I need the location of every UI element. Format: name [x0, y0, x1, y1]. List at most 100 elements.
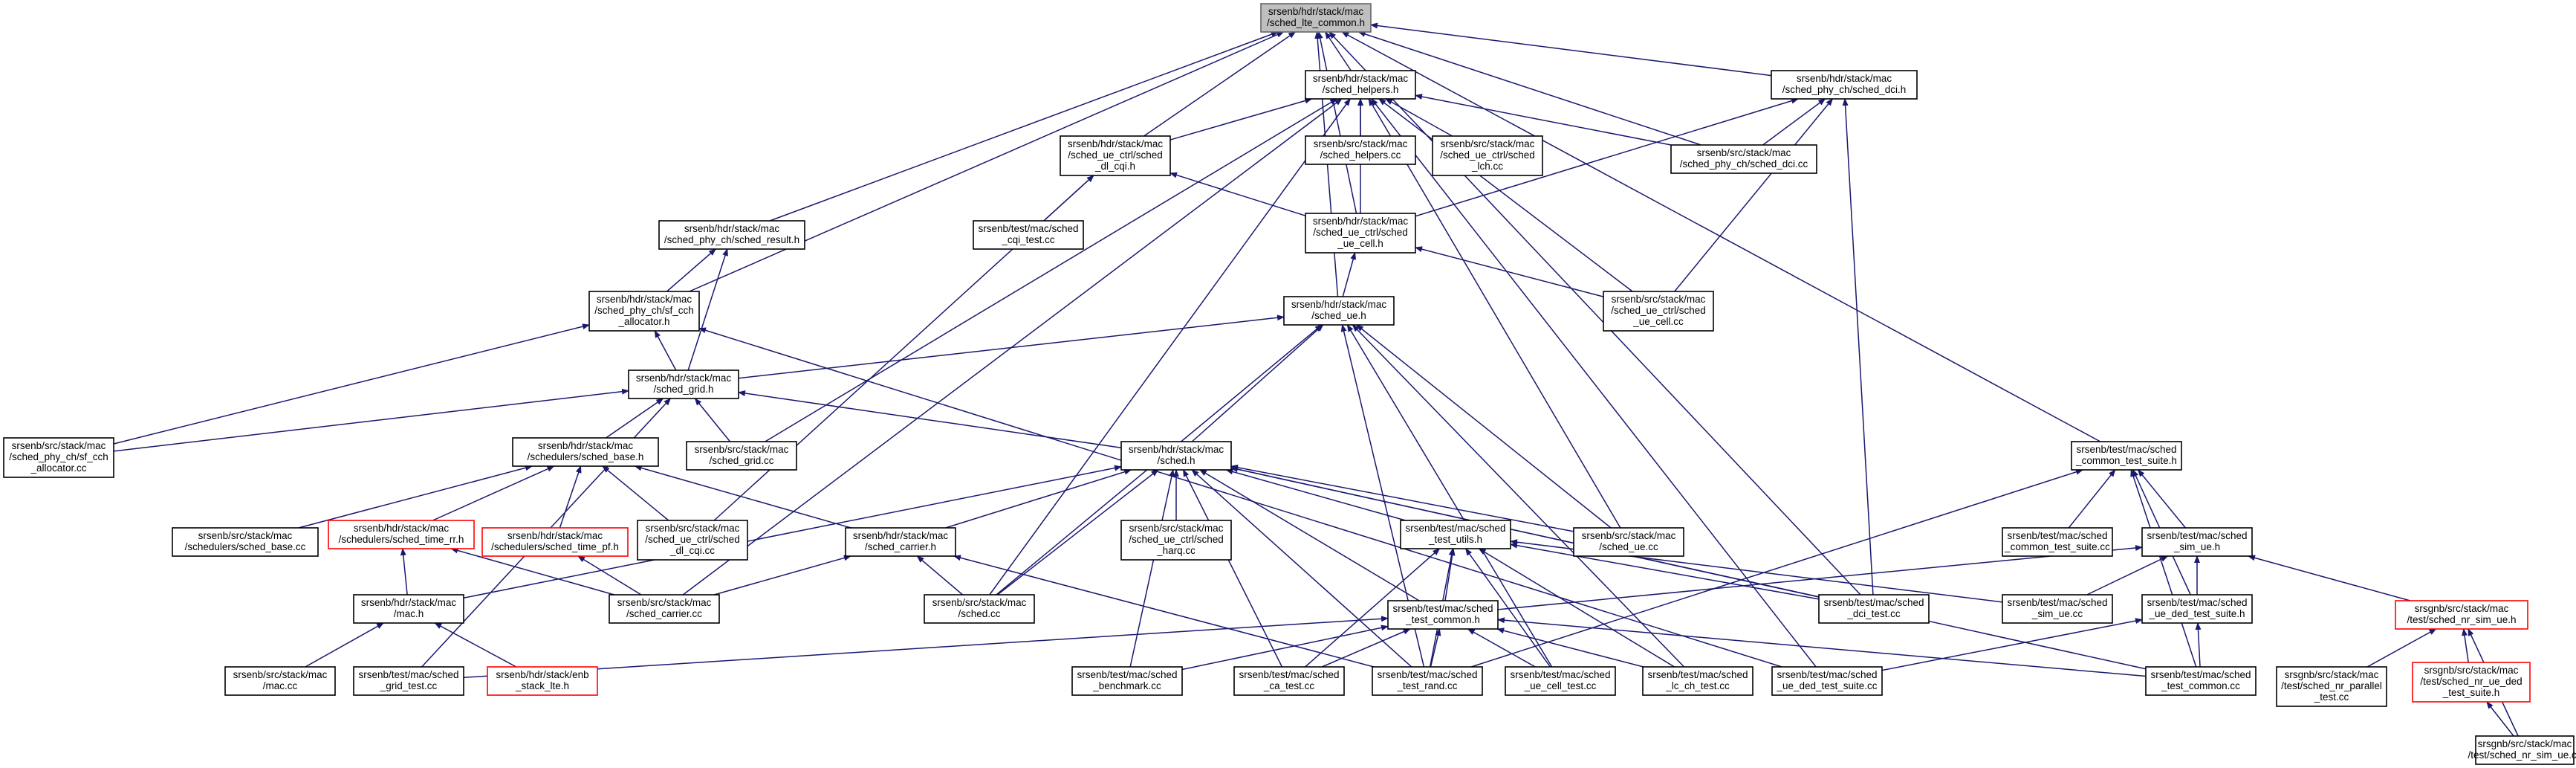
file-node-label-line: srsenb/hdr/stack/mac	[1068, 138, 1164, 149]
file-node-label-line: /sched_carrier.h	[865, 541, 936, 552]
file-node-ue-cell-cc[interactable]: srsenb/src/stack/mac/sched_ue_ctrl/sched…	[1603, 291, 1714, 332]
file-node-ded-suite-cc[interactable]: srsenb/test/mac/sched_ue_ded_test_suite.…	[1771, 666, 1883, 696]
file-node-ue-cell-test[interactable]: srsenb/test/mac/sched_ue_cell_test.cc	[1505, 666, 1616, 696]
file-node-label-line: /sched_ue_ctrl/sched	[1611, 305, 1706, 316]
file-node-cch-cc[interactable]: srsenb/src/stack/mac/sched_phy_ch/sf_cch…	[3, 437, 114, 478]
file-node-box	[481, 527, 629, 557]
file-node-sched-h[interactable]: srsenb/hdr/stack/mac/sched.h	[1120, 441, 1232, 471]
file-node-box	[2475, 735, 2575, 765]
file-node-box	[1120, 520, 1232, 561]
file-node-box	[224, 666, 336, 696]
file-node-carrier-cc[interactable]: srsenb/src/stack/mac/sched_carrier.cc	[609, 594, 720, 624]
include-edge	[1230, 464, 1574, 532]
file-node-label: srsenb/src/stack/mac/sched_ue.cc	[1582, 530, 1676, 552]
file-node-time-pf-h[interactable]: srsenb/hdr/stack/mac/schedulers/sched_ti…	[481, 527, 629, 557]
file-node-test-common-h[interactable]: srsenb/test/mac/sched_test_common.h	[1387, 600, 1499, 630]
file-node-dci-test[interactable]: srsenb/test/mac/sched_dci_test.cc	[1818, 594, 1930, 624]
file-node-box	[2412, 662, 2531, 703]
file-node-box	[1233, 666, 1345, 696]
include-edge	[713, 555, 851, 596]
file-node-box	[2002, 527, 2113, 557]
file-node-label: srsenb/test/mac/sched_test_common.cc	[2150, 669, 2251, 691]
file-node-phy-dci-h[interactable]: srsenb/hdr/stack/mac/sched_phy_ch/sched_…	[1771, 70, 1918, 100]
file-node-nr-sim-ue-h[interactable]: srsgnb/src/stack/mac/test/sched_nr_sim_u…	[2395, 600, 2528, 630]
include-edge	[694, 398, 731, 442]
file-node-dl-cqi-h[interactable]: srsenb/hdr/stack/mac/sched_ue_ctrl/sched…	[1060, 135, 1171, 176]
include-edge	[1842, 98, 1874, 596]
file-node-grid-h[interactable]: srsenb/hdr/stack/mac/sched_grid.h	[628, 370, 739, 399]
file-node-cch-h[interactable]: srsenb/hdr/stack/mac/sched_phy_ch/sf_cch…	[588, 291, 700, 332]
file-node-label: srsenb/hdr/stack/mac/sched.h	[1129, 444, 1224, 466]
file-node-label-line: _ue_cell.h	[1337, 238, 1383, 249]
file-node-grid-test[interactable]: srsenb/test/mac/sched_grid_test.cc	[353, 666, 464, 696]
file-node-label-line: srsenb/hdr/stack/mac	[361, 597, 457, 608]
file-node-label-line: _lc_ch_test.cc	[1665, 680, 1730, 691]
file-node-mac-h[interactable]: srsenb/hdr/stack/mac/mac.h	[353, 594, 464, 624]
file-node-label-line: _common_test_suite.cc	[2004, 541, 2110, 552]
file-node-nr-sim-ue-cc[interactable]: srsgnb/src/stack/mac/test/sched_nr_sim_u…	[2468, 735, 2576, 765]
file-node-label-line: /sched_ue.cc	[1599, 541, 1658, 552]
file-node-sched-ue-h[interactable]: srsenb/hdr/stack/mac/sched_ue.h	[1283, 296, 1395, 326]
file-node-label-line: /test/sched_nr_parallel	[2281, 680, 2382, 691]
file-node-ca-test[interactable]: srsenb/test/mac/sched_ca_test.cc	[1233, 666, 1345, 696]
file-node-dci-cc[interactable]: srsenb/src/stack/mac/sched_phy_ch/sched_…	[1670, 144, 1817, 174]
file-node-box	[3, 437, 114, 478]
include-edge	[1881, 618, 2143, 671]
file-node-box	[1432, 135, 1543, 176]
file-node-label-line: srsgnb/src/stack/mac	[2424, 665, 2519, 676]
file-node-grid-cc[interactable]: srsenb/src/stack/mac/sched_grid.cc	[686, 441, 797, 471]
file-node-base-cc[interactable]: srsenb/src/stack/mac/schedulers/sched_ba…	[172, 527, 319, 557]
file-node-label-line: /schedulers/sched_base.cc	[185, 541, 306, 552]
include-edge	[1497, 617, 2147, 677]
include-edge	[450, 547, 614, 596]
file-node-test-common-cc[interactable]: srsenb/test/mac/sched_test_common.cc	[2145, 666, 2257, 696]
file-node-sim-ue-cc[interactable]: srsenb/test/mac/sched_sim_ue.cc	[2002, 594, 2113, 624]
file-node-ue-cell-h[interactable]: srsenb/hdr/stack/mac/sched_ue_ctrl/sched…	[1305, 213, 1416, 254]
file-node-root[interactable]: srsenb/hdr/stack/mac/sched_lte_common.h	[1260, 3, 1372, 33]
file-node-cqi-test[interactable]: srsenb/test/mac/sched_cqi_test.cc	[973, 220, 1084, 250]
file-node-label-line: srsgnb/src/stack/mac	[2285, 669, 2379, 680]
file-node-test-utils-h[interactable]: srsenb/test/mac/sched_test_utils.h	[1400, 520, 1511, 549]
include-edge	[463, 616, 1389, 679]
include-edge	[463, 465, 1122, 598]
file-node-nr-parallel[interactable]: srsgnb/src/stack/mac/test/sched_nr_paral…	[2276, 666, 2387, 707]
file-node-lch-cc[interactable]: srsenb/src/stack/mac/sched_ue_ctrl/sched…	[1432, 135, 1543, 176]
file-node-box	[172, 527, 319, 557]
file-node-helpers-cc[interactable]: srsenb/src/stack/mac/sched_helpers.cc	[1305, 135, 1416, 165]
file-node-label-line: srsenb/test/mac/sched	[1077, 669, 1177, 680]
file-node-time-rr-h[interactable]: srsenb/hdr/stack/mac/schedulers/sched_ti…	[328, 520, 475, 549]
file-node-dl-cqi-cc[interactable]: srsenb/src/stack/mac/sched_ue_ctrl/sched…	[637, 520, 748, 561]
file-node-nr-ded-suite-h[interactable]: srsgnb/src/stack/mac/test/sched_nr_ue_de…	[2412, 662, 2531, 703]
include-edge	[113, 323, 590, 445]
file-node-base-h[interactable]: srsenb/hdr/stack/mac/schedulers/sched_ba…	[512, 437, 659, 467]
file-node-sched-ue-cc[interactable]: srsenb/src/stack/mac/sched_ue.cc	[1573, 527, 1684, 557]
file-node-common-suite-h[interactable]: srsenb/test/mac/sched_common_test_suite.…	[2071, 441, 2182, 471]
file-node-sim-ue-h[interactable]: srsenb/test/mac/sched_sim_ue.h	[2141, 527, 2253, 557]
include-edge	[1762, 98, 1826, 146]
dependency-edges	[113, 22, 2519, 737]
file-node-label: srsenb/hdr/stack/mac/sched_phy_ch/sched_…	[1782, 73, 1907, 95]
file-node-ded-suite-h[interactable]: srsenb/test/mac/sched_ue_ded_test_suite.…	[2141, 594, 2253, 624]
file-node-label-line: /schedulers/sched_time_pf.h	[491, 541, 619, 552]
file-node-mac-cc[interactable]: srsenb/src/stack/mac/mac.cc	[224, 666, 336, 696]
file-node-box	[1771, 666, 1883, 696]
file-node-box	[686, 441, 797, 471]
file-node-label: srsenb/test/mac/sched_test_rand.cc	[1377, 669, 1477, 691]
file-node-helpers[interactable]: srsenb/hdr/stack/mac/sched_helpers.h	[1305, 70, 1416, 100]
file-node-label: srsgnb/src/stack/mac/test/sched_nr_paral…	[2281, 669, 2382, 703]
file-node-lc-ch-test[interactable]: srsenb/test/mac/sched_lc_ch_test.cc	[1642, 666, 1753, 696]
file-node-box	[924, 594, 1035, 624]
file-node-result-h[interactable]: srsenb/hdr/stack/mac/sched_phy_ch/sched_…	[658, 220, 805, 250]
file-node-sched-cc[interactable]: srsenb/src/stack/mac/sched.cc	[924, 594, 1035, 624]
file-node-benchmark[interactable]: srsenb/test/mac/sched_benchmark.cc	[1071, 666, 1183, 696]
file-node-label-line: /schedulers/sched_time_rr.h	[339, 534, 464, 545]
include-edge	[1356, 324, 1612, 529]
file-node-label-line: _harq.cc	[1156, 545, 1195, 556]
file-node-enb-stack-h[interactable]: srsenb/hdr/stack/enb_stack_lte.h	[487, 666, 598, 696]
file-node-common-suite-cc[interactable]: srsenb/test/mac/sched_common_test_suite.…	[2002, 527, 2113, 557]
file-node-harq-cc[interactable]: srsenb/src/stack/mac/sched_ue_ctrl/sched…	[1120, 520, 1232, 561]
include-edge	[559, 465, 582, 529]
file-node-carrier-h[interactable]: srsenb/hdr/stack/mac/sched_carrier.h	[845, 527, 956, 557]
file-node-label: srsenb/test/mac/sched_ue_cell_test.cc	[1510, 669, 1610, 691]
file-node-rand-test[interactable]: srsenb/test/mac/sched_test_rand.cc	[1372, 666, 1483, 696]
